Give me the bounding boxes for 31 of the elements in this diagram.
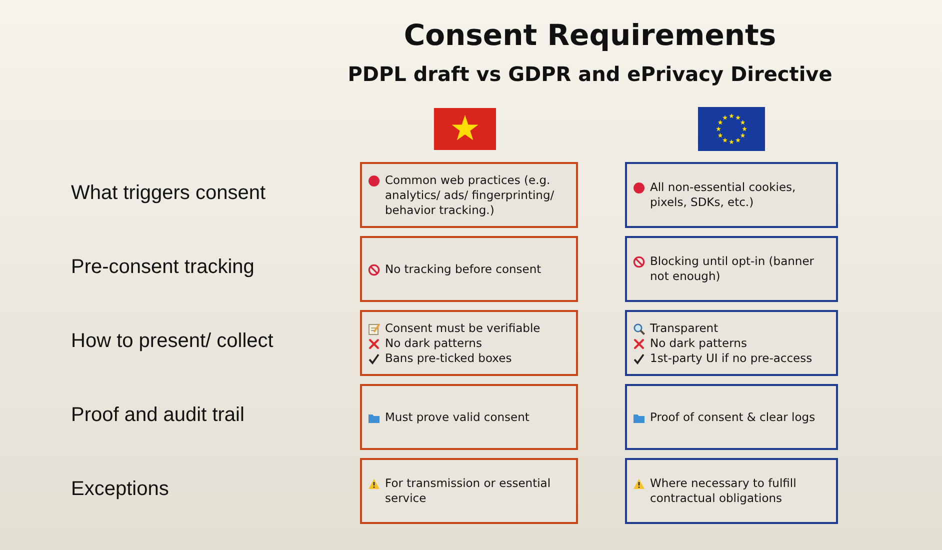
comparison-box xyxy=(625,162,838,228)
comparison-box xyxy=(625,236,838,302)
comparison-box xyxy=(625,384,838,450)
description-text: Common web practices (e.g. analytics/ ads/ fingerprinting/ behavior tracking.) xyxy=(385,172,556,218)
description-text: All non-essential cookies, pixels, SDKs, etc.) xyxy=(650,180,797,210)
subtitle: PDPL draft vs GDPR and ePrivacy Directive xyxy=(346,62,834,86)
comparison-box xyxy=(360,236,578,302)
description-text: Proof of consent & clear logs xyxy=(650,410,816,424)
description-text: Must prove valid consent xyxy=(385,410,530,424)
description-text: No dark patterns xyxy=(650,336,747,350)
description-text: 1st-party UI if no pre-access xyxy=(650,350,812,366)
comparison-box xyxy=(625,458,838,524)
row-label: Exceptions xyxy=(71,478,169,501)
description-text: Where necessary to fulfill contractual obligations xyxy=(650,476,798,506)
comparison-box xyxy=(360,310,578,376)
description-text: Bans pre-ticked boxes xyxy=(385,350,512,366)
description-text: Consent must be verifiable xyxy=(385,320,540,336)
description-text: Transparent xyxy=(650,320,718,336)
comparison-box xyxy=(625,310,838,376)
description-text: For transmission or essential service xyxy=(385,476,552,506)
description-text: No dark patterns xyxy=(385,336,482,350)
comparison-box xyxy=(360,458,578,524)
comparison-box xyxy=(360,384,578,450)
description-text: Blocking until opt-in (banner not enough) xyxy=(650,254,816,284)
row-label: Pre-consent tracking xyxy=(71,256,254,279)
row-label: How to present/ collect xyxy=(71,330,274,353)
title: Consent Requirements xyxy=(402,18,778,52)
row-label: Proof and audit trail xyxy=(71,404,244,427)
description-text: No tracking before consent xyxy=(385,262,542,276)
row-label: What triggers consent xyxy=(71,182,266,205)
comparison-box xyxy=(360,162,578,228)
